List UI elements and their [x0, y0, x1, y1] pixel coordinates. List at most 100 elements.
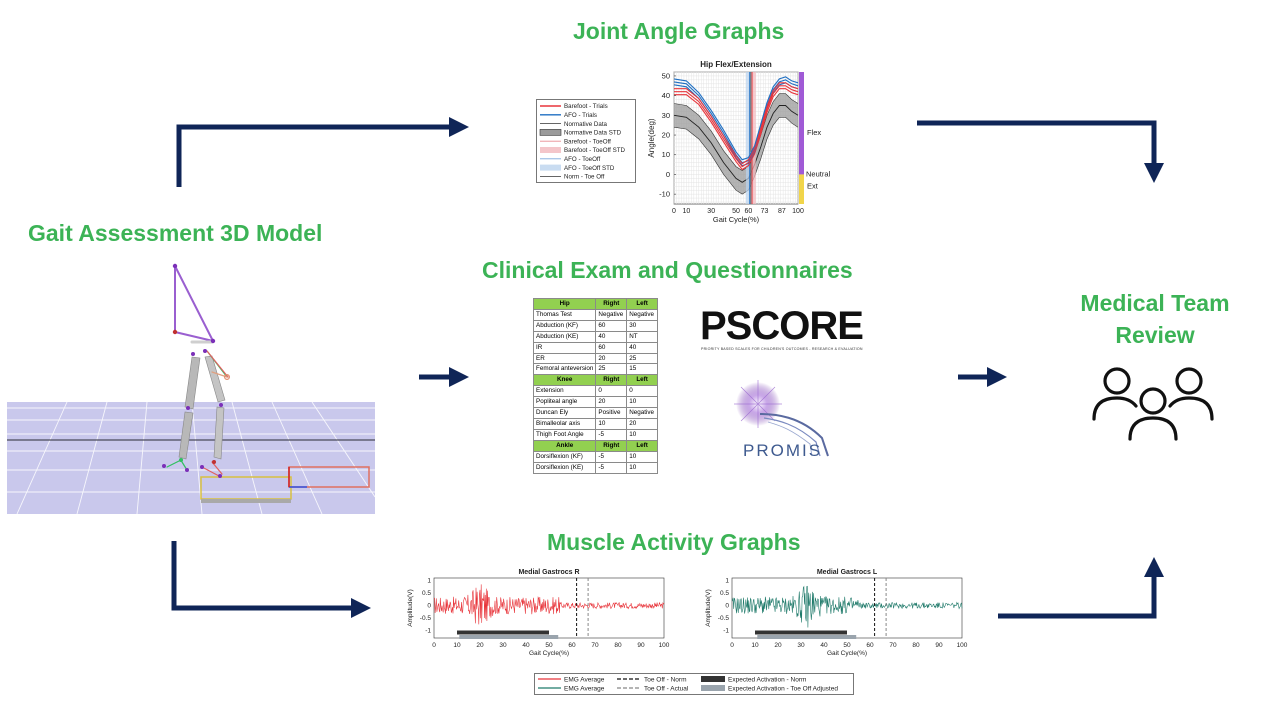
- table-cell: 25: [595, 363, 628, 376]
- activation-norm-bar: [457, 630, 549, 635]
- emg-ytick-label: -0.5: [718, 615, 730, 622]
- joint-xtick-label: 10: [683, 208, 691, 215]
- ext-label: Ext: [807, 181, 819, 190]
- emg-ytick-label: 0: [725, 603, 729, 610]
- emg-xtick-label: 10: [751, 642, 759, 649]
- emg-legend-label: Expected Activation - Toe Off Adjusted: [728, 686, 838, 693]
- emg-xtick-label: 60: [866, 642, 874, 649]
- joint-xtick-label: 60: [745, 208, 753, 215]
- neutral-label: Neutral: [806, 169, 831, 178]
- emg-xtick-label: 0: [432, 642, 436, 649]
- table-cell: ER: [532, 352, 597, 365]
- pscore-logo: PSCORE: [700, 304, 864, 348]
- table-cell: 20: [626, 417, 658, 430]
- table-cell: 10: [626, 396, 658, 409]
- emg-xlabel: Gait Cycle(%): [529, 650, 569, 657]
- joint-ytick-label: 40: [662, 91, 670, 100]
- table-header-cell: Ankle: [532, 439, 597, 452]
- medical-team-heading-line2: Review: [1115, 322, 1195, 348]
- joint-ytick-label: 30: [662, 111, 670, 120]
- barefoot-toeoff-std: [750, 72, 756, 204]
- muscle-activity-heading: Muscle Activity Graphs: [547, 529, 801, 555]
- table-cell: Dorsiflexion (KE): [532, 461, 597, 474]
- emg-xtick-label: 40: [522, 642, 530, 649]
- table-cell: NT: [626, 330, 658, 343]
- emg-xtick-label: 30: [797, 642, 805, 649]
- promis-logo-text: PROMIS: [743, 441, 823, 460]
- gait-model-heading: Gait Assessment 3D Model: [28, 220, 323, 246]
- joint-chart-title: Hip Flex/Extension: [700, 60, 772, 69]
- skeleton: [162, 263, 231, 478]
- table-cell: 25: [626, 352, 658, 365]
- emg-signal-line: [433, 584, 665, 625]
- table-cell: 20: [595, 396, 628, 409]
- table-cell: 60: [595, 341, 628, 354]
- emg-chart-title: Medial Gastrocs R: [518, 569, 579, 576]
- ext-bar: [799, 174, 804, 204]
- table-cell: Extension: [532, 385, 597, 398]
- table-cell: -5: [595, 428, 628, 441]
- table-header-cell: Left: [626, 439, 658, 452]
- joint-xtick-label: 0: [672, 208, 676, 215]
- table-header-cell: Hip: [532, 298, 597, 310]
- table-cell: Duncan Ely: [532, 407, 597, 419]
- joint-legend-label: AFO - ToeOff STD: [564, 165, 615, 172]
- joint-xtick-label: 50: [732, 208, 740, 215]
- table-cell: 0: [626, 385, 658, 398]
- emg-xtick-label: 70: [591, 642, 599, 649]
- table-cell: 15: [626, 363, 658, 376]
- emg-legend-swatch: [701, 676, 725, 682]
- gait-3d-model: [7, 263, 375, 514]
- emg-legend-swatch: [701, 685, 725, 691]
- joint-ytick-label: 10: [662, 150, 670, 159]
- flex-bar: [799, 72, 804, 175]
- joint-legend-swatch: [540, 164, 561, 171]
- table-cell: Abduction (KE): [532, 330, 597, 343]
- joint-ylabel: Angle(deg): [647, 118, 656, 157]
- emg-xtick-label: 80: [614, 642, 622, 649]
- arrow-to-muscle-graphs: [171, 541, 371, 618]
- joint-legend-label: Normative Data: [564, 121, 608, 128]
- emg-xtick-label: 20: [774, 642, 782, 649]
- table-cell: Popliteal angle: [532, 396, 597, 409]
- joint-ytick-label: -10: [659, 190, 670, 199]
- emg-legend-label: EMG Average: [564, 677, 605, 684]
- emg-legend-label: Expected Activation - Norm: [728, 677, 806, 684]
- table-cell: Positive: [595, 407, 628, 419]
- emg-xtick-label: 90: [637, 642, 645, 649]
- table-header-cell: Right: [595, 439, 628, 452]
- activation-adjusted-bar: [459, 635, 559, 639]
- table-cell: -5: [595, 461, 628, 474]
- emg-xtick-label: 10: [453, 642, 461, 649]
- table-cell: 40: [626, 341, 658, 354]
- joint-xtick-label: 30: [707, 208, 715, 215]
- emg-ylabel: Amplitude(V): [705, 589, 712, 627]
- emg-xtick-label: 100: [957, 642, 968, 649]
- table-cell: Thomas Test: [532, 308, 597, 321]
- joint-legend-label: AFO - Trials: [564, 112, 597, 119]
- flex-label: Flex: [807, 128, 821, 137]
- joint-legend-swatch: [539, 129, 562, 136]
- table-header-cell: Knee: [532, 374, 597, 387]
- joint-xlabel: Gait Cycle(%): [713, 215, 760, 224]
- joint-ytick-label: 0: [666, 170, 670, 179]
- clinical-exam-heading: Clinical Exam and Questionnaires: [482, 257, 853, 283]
- table-header-cell: Left: [626, 374, 658, 387]
- emg-ytick-label: -0.5: [420, 615, 432, 622]
- medical-team-heading-line1: Medical Team: [1080, 290, 1230, 316]
- arrow-to-joint-graphs: [176, 117, 469, 187]
